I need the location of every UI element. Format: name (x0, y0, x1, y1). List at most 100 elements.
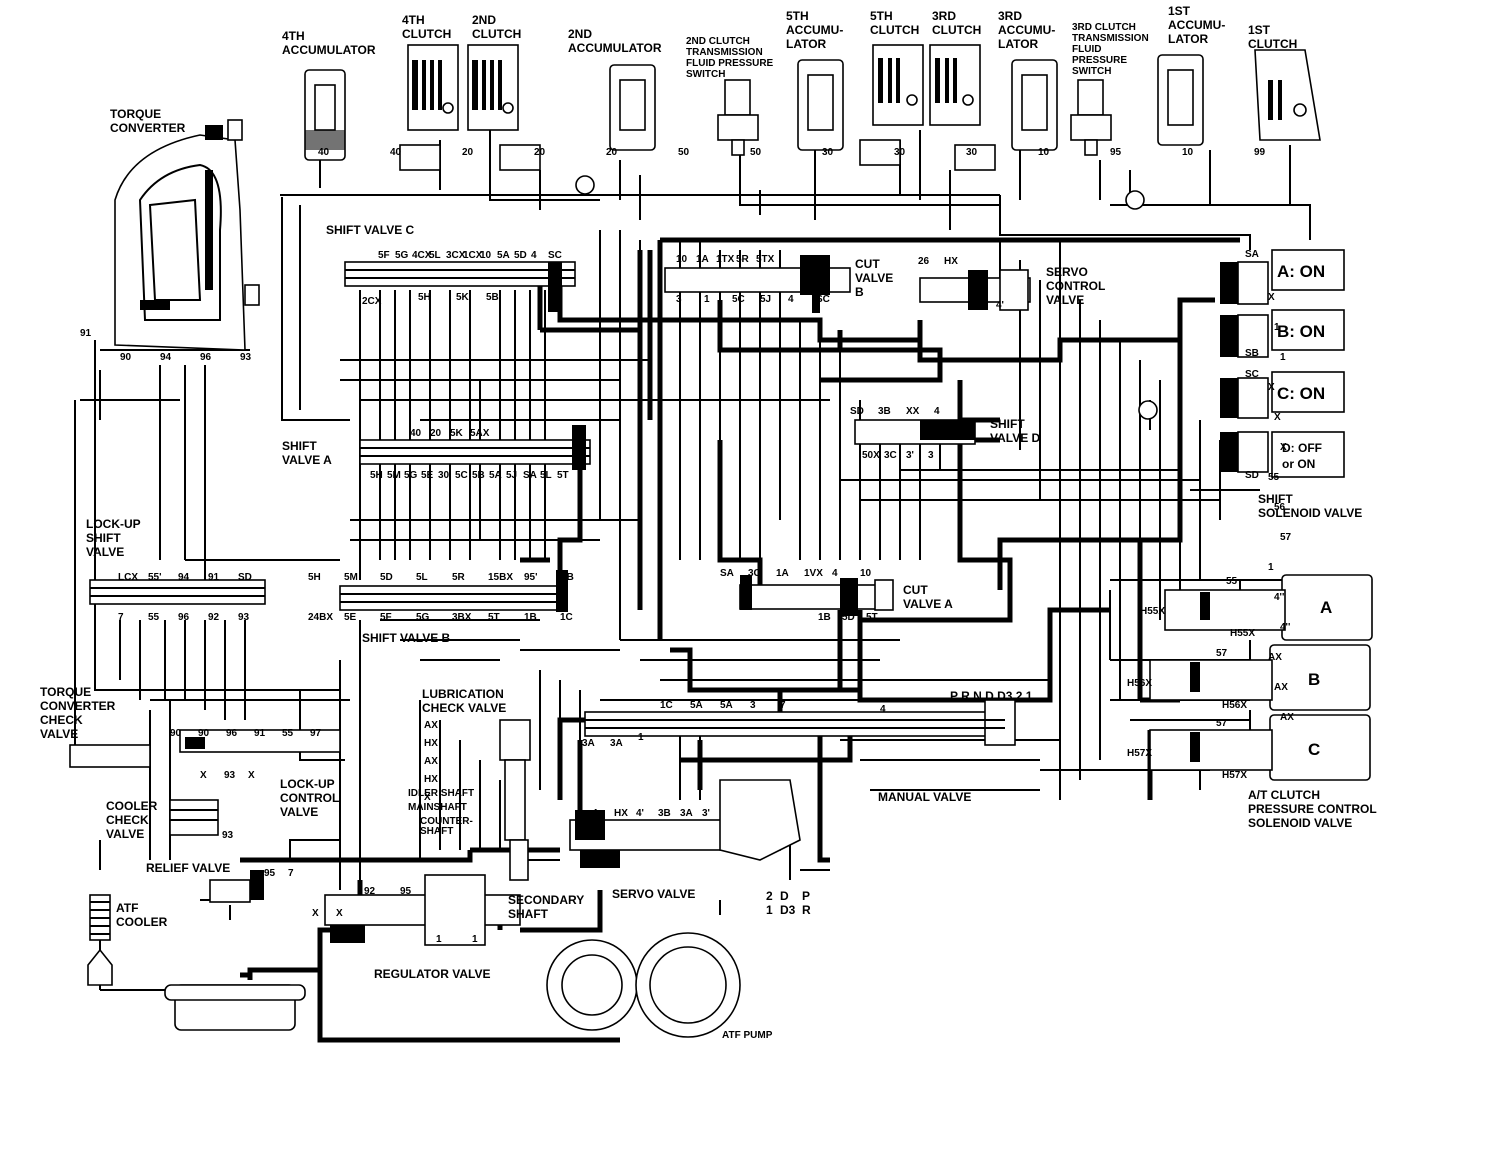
clutch-4th-label-2: CLUTCH (402, 27, 451, 41)
pressure-switch-3rd (1070, 79, 1112, 156)
port-label-shift-a-bottom-0: 5H (370, 470, 383, 481)
port-label-lockup-ctrl-8: X (248, 770, 255, 781)
clutch-3rd-label-2: CLUTCH (932, 23, 981, 37)
cooler-check-valve (169, 799, 219, 836)
pressure-switch-2nd (717, 79, 759, 156)
port-label-shift-b-top-1: 55' (148, 572, 162, 583)
pcs-a-port: 55 (1226, 576, 1238, 587)
port-label-cut-b-6: 1 (704, 294, 710, 305)
accumulator-5th (797, 59, 844, 151)
port-label-solenoid-misc-10: 4'' (1274, 592, 1284, 603)
port-label-shift-b-bottom-2: 96 (178, 612, 190, 623)
port-label-shift-b-bottom-6: 5E (344, 612, 357, 623)
accumulator-4th-label-1: 4TH (282, 29, 305, 43)
solenoid-state-boxes (1271, 249, 1345, 478)
tc-check-label-2: CONVERTER (40, 699, 116, 713)
port-label-relief-1: 7 (288, 868, 294, 879)
port-label-cut-a-4: 4 (832, 568, 838, 579)
clutch-1st (1254, 49, 1321, 141)
servo-control-valve (919, 269, 1031, 311)
port-label-cut-a-5: 10 (860, 568, 872, 579)
port-label-shift-c-bottom-0: 2CX (362, 296, 382, 307)
pcs-label-2: PRESSURE CONTROL (1248, 802, 1377, 816)
port-label-shift-d-2: XX (906, 406, 920, 417)
port-label-shift-d-0: SD (850, 406, 864, 417)
port-label-lube-4: X (424, 792, 431, 803)
lockup-control-label-1: LOCK-UP (280, 777, 335, 791)
port-label-servo-1: HX (614, 808, 628, 819)
port-label-manual-5: 4 (880, 704, 886, 715)
port-label-cut-a-2: 1A (776, 568, 789, 579)
accumulator-5th-label-3: LATOR (786, 37, 827, 51)
torque-converter (114, 119, 260, 351)
port-label-manual-0: 1C (660, 700, 673, 711)
pcs-b-h-right: H56X (1222, 700, 1247, 711)
lockup-shift-label-2: SHIFT (86, 531, 121, 545)
servo-control-label-1: SERVO (1046, 265, 1088, 279)
port-label-tc-4: 93 (240, 352, 252, 363)
port-label-servo-2: 4' (636, 808, 644, 819)
pcs-c-h-right: H57X (1222, 770, 1247, 781)
solenoid-d-state-2: or ON (1282, 457, 1315, 471)
selector-col1-1: 2 (766, 889, 773, 903)
port-label-cut-b-11: 26 (918, 256, 930, 267)
port-label-solenoid-misc-8: 57 (1280, 532, 1292, 543)
shift-valve-a-label-1: SHIFT (282, 439, 317, 453)
shift-valve-b-label: SHIFT VALVE B (362, 631, 451, 645)
lockup-shift-label-1: LOCK-UP (86, 517, 141, 531)
solenoid-a-port: SA (1245, 249, 1259, 260)
shift-valve-d-label-2: VALVE D (990, 431, 1041, 445)
port-label-cooler-0: 93 (222, 830, 234, 841)
pcs-label-3: SOLENOID VALVE (1248, 816, 1352, 830)
solenoid-b-state: B: ON (1277, 322, 1325, 341)
solenoid-c-state: C: ON (1277, 384, 1325, 403)
clutch-2nd (467, 44, 541, 171)
port-label-manual-7: 3A (610, 738, 623, 749)
clutch-5th-label-1: 5TH (870, 9, 893, 23)
selector-col2-1: D (780, 889, 789, 903)
port-label-cut-b-1: 1A (696, 254, 709, 265)
port-label-regulator-0: 92 (364, 886, 376, 897)
port-label-cut-b-4: 5TX (756, 254, 775, 265)
port-label-servo-4: 3A (680, 808, 693, 819)
atf-cooler (87, 894, 113, 986)
switch-2nd-label-2: TRANSMISSION (686, 47, 763, 58)
port-label-solenoid-misc-2: 1 (1280, 352, 1286, 363)
solenoid-d-state-1: D: OFF (1282, 441, 1322, 455)
port-label-accum-13: 99 (1254, 147, 1266, 158)
lubrication-check-valve (499, 719, 531, 881)
accumulator-5th-label-1: 5TH (786, 9, 809, 23)
switch-2nd-label-1: 2ND CLUTCH (686, 36, 750, 47)
regulator-valve-label: REGULATOR VALVE (374, 967, 490, 981)
port-label-shift-a-top-3: 5AX (470, 428, 490, 439)
clutch-5th (859, 44, 924, 166)
port-label-shift-b-top-3: 91 (208, 572, 220, 583)
port-label-shift-b-bottom-10: 5T (488, 612, 500, 623)
port-label-accum-11: 95 (1110, 147, 1122, 158)
thick-fluid-lines (240, 237, 1240, 1043)
pcs-b-id: B (1308, 670, 1320, 689)
port-label-shift-c-top-4: 3CX (446, 250, 466, 261)
port-label-shift-b-bottom-5: 24BX (308, 612, 333, 623)
port-label-manual-1: 5A (690, 700, 703, 711)
port-label-shift-b-top-5: 5H (308, 572, 321, 583)
torque-converter-label-1: TORQUE (110, 107, 161, 121)
port-label-lube-2: AX (424, 756, 438, 767)
port-label-tc-3: 96 (200, 352, 212, 363)
port-label-shift-b-top-12: SB (560, 572, 574, 583)
port-label-accum-2: 20 (462, 147, 474, 158)
lockup-control-label-2: CONTROL (280, 791, 339, 805)
switch-2nd-label-3: FLUID PRESSURE (686, 58, 774, 69)
port-label-shift-a-bottom-11: 5T (557, 470, 569, 481)
port-label-lube-0: AX (424, 720, 438, 731)
shift-valve-d (854, 419, 976, 445)
clutch-5th-label-2: CLUTCH (870, 23, 919, 37)
port-label-shift-b-top-8: 5L (416, 572, 428, 583)
shift-valve-c-label: SHIFT VALVE C (326, 223, 415, 237)
switch-3rd-label-4: PRESSURE (1072, 55, 1127, 66)
selector-col1-2: 1 (766, 903, 773, 917)
port-label-cut-a-7: 5D (842, 612, 855, 623)
port-label-accum-7: 30 (822, 147, 834, 158)
port-label-lockup-ctrl-5: 97 (310, 728, 322, 739)
atf-pump (546, 932, 741, 1038)
